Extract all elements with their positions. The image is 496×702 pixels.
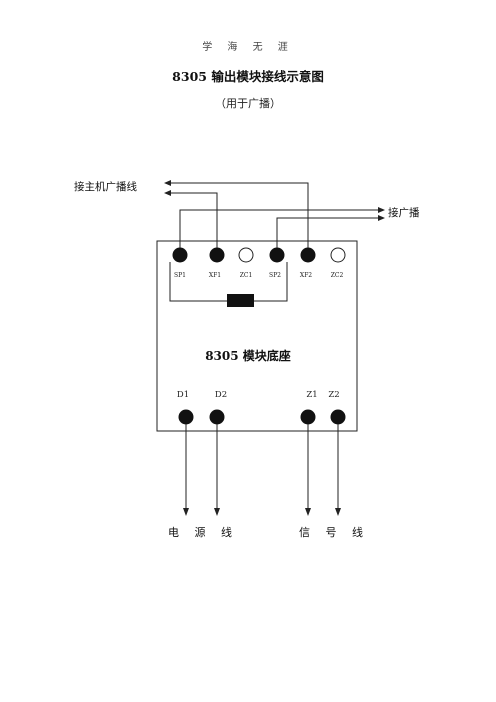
signal-line-label: 信 号 线: [299, 526, 369, 539]
arrow-broadcast-1: [378, 207, 385, 213]
arrow-host-1: [164, 180, 171, 186]
terminal-label-zc1: ZC1: [239, 272, 253, 279]
terminal-d1: [178, 409, 194, 425]
wire-xf1-to-host: [168, 192, 218, 254]
terminal-label-z1: Z1: [306, 390, 318, 400]
terminal-zc1: [238, 247, 254, 263]
arrow-z2: [335, 508, 341, 516]
terminal-zc2: [330, 247, 346, 263]
power-line-label: 电 源 线: [168, 526, 238, 539]
terminal-z1: [300, 409, 316, 425]
arrow-d1: [183, 508, 189, 516]
terminal-resistor: [227, 294, 254, 307]
broadcast-label: 接广播: [388, 207, 420, 219]
terminal-label-sp2: SP2: [269, 272, 281, 279]
terminal-label-xf2: XF2: [299, 272, 313, 279]
terminal-label-sp1: SP1: [174, 272, 186, 279]
page-header: 学 海 无 涯: [202, 42, 294, 53]
wire-xf2-to-host: [168, 182, 309, 254]
resistor-wire-right: [254, 262, 288, 302]
arrow-broadcast-2: [378, 215, 385, 221]
wire-sp1-to-broadcast: [179, 209, 380, 254]
diagram-title: 8305 输出模块接线示意图: [172, 69, 324, 84]
resistor-wire: [169, 262, 227, 302]
terminal-label-d1: D1: [176, 390, 190, 400]
terminal-sp2: [269, 247, 285, 263]
module-base-box: [156, 240, 358, 432]
terminal-d2: [209, 409, 225, 425]
arrow-host-2: [164, 190, 171, 196]
terminal-label-zc2: ZC2: [330, 272, 344, 279]
wire-sp2-to-broadcast: [276, 217, 380, 254]
terminal-label-z2: Z2: [328, 390, 340, 400]
terminal-sp1: [172, 247, 188, 263]
host-broadcast-line-label: 接主机广播线: [74, 181, 137, 193]
terminal-xf1: [209, 247, 225, 263]
terminal-label-xf1: XF1: [208, 272, 222, 279]
module-base-label: 8305 模块底座: [205, 349, 291, 363]
arrow-z1: [305, 508, 311, 516]
terminal-xf2: [300, 247, 316, 263]
diagram-subtitle: （用于广播）: [215, 97, 281, 110]
terminal-z2: [330, 409, 346, 425]
terminal-label-d2: D2: [214, 390, 228, 400]
arrow-d2: [214, 508, 220, 516]
